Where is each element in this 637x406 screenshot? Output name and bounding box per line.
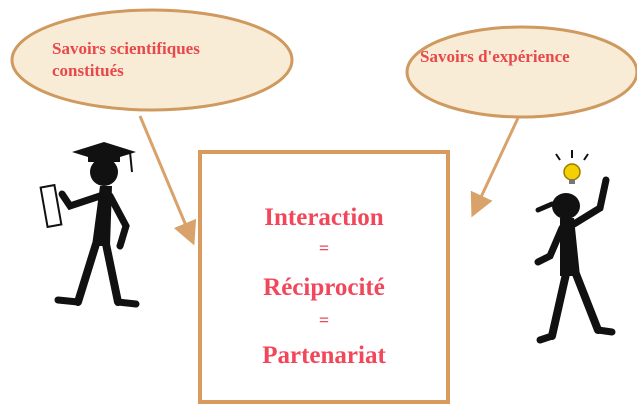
center-partenariat: Partenariat [262,342,386,369]
lightbulb-icon [563,163,581,181]
center-equals-1: = [318,238,330,258]
bubble-left-line1: Savoirs scientifiques [52,39,200,58]
bubble-left-line2: constitués [52,61,124,80]
bubble-right [405,25,637,119]
bubble-left-text: Savoirs scientifiques constitués [52,38,282,82]
arrow-left [138,115,197,246]
center-reciprocite: Réciprocité [263,274,385,301]
center-interaction: Interaction [264,204,384,231]
arrow-right [470,117,520,218]
central-box [198,150,450,404]
bubble-left [10,8,294,112]
bubble-right-text: Savoirs d'expérience [420,47,570,66]
lightbulb-figure-icon [534,150,616,344]
graduate-figure-icon [39,142,140,308]
center-equals-2: = [318,310,330,330]
